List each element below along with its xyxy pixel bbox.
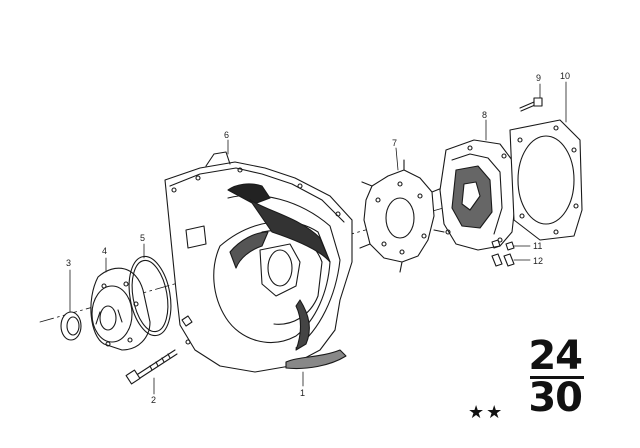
leader-lines: [69, 81, 567, 395]
part-label-5: 5: [140, 233, 145, 243]
part-label-11: 11: [533, 241, 542, 251]
part-label-6: 6: [224, 130, 229, 140]
part-label-1: 1: [300, 388, 305, 398]
cover-bolt: [519, 97, 543, 112]
rear-cover-gasket: [509, 119, 583, 241]
part-label-7: 7: [392, 138, 397, 148]
group-number-top: 24: [528, 333, 583, 379]
part-label-3: 3: [66, 258, 71, 268]
pump-body: [439, 139, 517, 251]
part-label-4: 4: [102, 246, 107, 256]
group-number-bottom: 30: [528, 375, 583, 421]
small-fittings: [491, 239, 515, 267]
part-label-9: 9: [536, 73, 541, 83]
part-label-12: 12: [533, 256, 543, 266]
part-label-2: 2: [151, 395, 156, 405]
front-cover-gasket: [128, 255, 172, 337]
group-number-divider: [530, 376, 584, 379]
rating-stars: ★★: [468, 402, 505, 423]
front-cover-flange: [90, 267, 151, 351]
shaft-seal-ring: [60, 311, 82, 341]
bell-housing: [164, 151, 353, 373]
part-label-10: 10: [560, 71, 570, 81]
intermediate-plate: [359, 159, 445, 273]
housing-bolt: [125, 349, 178, 385]
part-label-8: 8: [482, 110, 487, 120]
